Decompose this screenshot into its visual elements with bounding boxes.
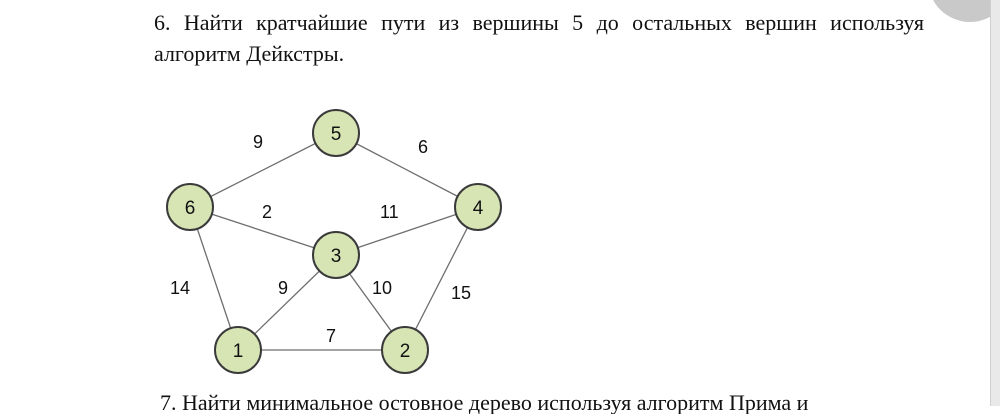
weight-1-2: 7	[326, 326, 336, 346]
weight-5-6: 9	[253, 132, 263, 152]
graph-node-4: 4	[454, 183, 502, 231]
graph-node-1: 1	[214, 326, 262, 374]
node-label-3: 3	[331, 246, 342, 267]
node-label-6: 6	[185, 198, 196, 219]
node-label-5: 5	[331, 124, 342, 145]
edge-5-6	[189, 132, 337, 208]
graph-node-5: 5	[312, 109, 360, 157]
edge-2-4	[404, 206, 479, 351]
edge-3-4	[335, 206, 479, 256]
node-label-4: 4	[473, 198, 484, 219]
edge-6-1	[189, 206, 239, 351]
weight-3-2: 10	[372, 278, 392, 298]
node-label-1: 1	[233, 341, 244, 362]
task-number: 6.	[154, 10, 171, 35]
task-statement: 6. Найти кратчайшие пути из вершины 5 до…	[146, 7, 924, 69]
task-text: Найти кратчайшие пути из вершины 5 до ос…	[154, 10, 925, 66]
weight-5-4: 6	[418, 137, 428, 157]
weight-1-3: 9	[278, 278, 288, 298]
next-task-partial: 7. Найти минимальное остовное дерево исп…	[160, 392, 809, 414]
graph-node-3: 3	[312, 231, 360, 279]
weight-6-1: 14	[170, 278, 190, 298]
weight-2-4: 15	[451, 283, 471, 303]
weight-3-4: 11	[380, 202, 399, 222]
edge-6-3	[189, 206, 337, 256]
weight-6-3: 2	[262, 202, 272, 222]
graph-nodes: 5 6 4 3 1 2	[166, 109, 502, 374]
page-edge	[990, 0, 1000, 406]
node-label-2: 2	[400, 341, 411, 362]
graph-node-6: 6	[166, 183, 214, 231]
graph-node-2: 2	[381, 326, 429, 374]
edge-weights: 9 6 2 11 14 9 10 15 7	[170, 132, 471, 346]
graph-edges	[189, 132, 479, 351]
edge-5-4	[335, 132, 479, 208]
